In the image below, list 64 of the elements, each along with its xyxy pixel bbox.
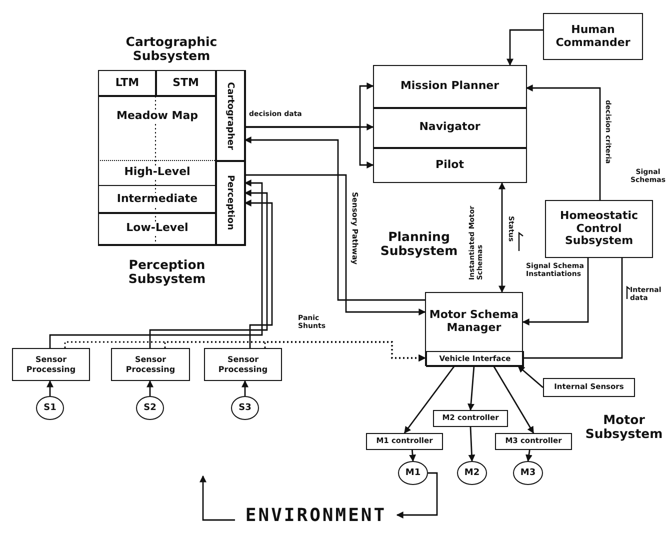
arrow	[468, 426, 476, 462]
circle-node	[136, 396, 164, 420]
arrow	[522, 258, 589, 326]
node-label: Pilot	[434, 158, 465, 172]
process-box	[98, 185, 216, 214]
process-box	[433, 410, 508, 427]
arrow	[468, 366, 475, 411]
circle-node	[398, 461, 428, 485]
process-box	[98, 70, 156, 96]
arrow	[49, 180, 263, 348]
arrow	[518, 365, 544, 388]
process-box	[215, 70, 245, 162]
arrow	[498, 182, 506, 293]
process-box	[111, 348, 190, 381]
arrow	[200, 475, 235, 521]
node-label: Cartographer	[224, 82, 236, 150]
process-box	[98, 212, 216, 245]
arrow	[526, 84, 601, 200]
process-box	[426, 351, 524, 367]
connector-line	[523, 258, 623, 359]
arrow	[409, 450, 416, 462]
process-box	[545, 200, 653, 258]
node-label: High-Level	[123, 166, 192, 179]
process-box	[373, 65, 526, 108]
arrow	[149, 190, 268, 348]
node-label: Navigator	[418, 121, 482, 134]
process-box	[215, 160, 245, 245]
process-box	[543, 13, 643, 60]
arrow	[396, 472, 438, 518]
circle-node	[513, 461, 543, 485]
process-box	[543, 378, 635, 397]
process-box	[373, 107, 526, 148]
node-label: Low-Level	[125, 222, 190, 235]
arrow	[264, 341, 426, 362]
process-box	[373, 147, 526, 183]
circle-node	[231, 396, 259, 420]
arrow	[146, 380, 154, 396]
arrow	[506, 29, 543, 66]
process-box	[98, 95, 216, 161]
process-box	[425, 292, 523, 366]
node-label: S3	[238, 402, 252, 414]
arrow	[242, 380, 248, 396]
node-label: M3	[519, 468, 537, 478]
process-box	[155, 70, 216, 96]
environment-text: ENVIRONMENT	[235, 505, 397, 525]
arrow	[46, 380, 54, 396]
process-box	[495, 433, 572, 450]
arrow	[244, 200, 273, 348]
arrow	[245, 174, 426, 316]
arrow	[244, 136, 425, 301]
node-label: Perception	[224, 175, 236, 230]
node-label: S2	[142, 402, 158, 414]
circle-node	[36, 396, 64, 420]
arrow	[245, 126, 374, 168]
arrow	[404, 366, 455, 434]
arrow	[493, 366, 534, 434]
circle-node	[457, 461, 487, 485]
node-label: S1	[42, 402, 58, 414]
process-box	[204, 348, 282, 381]
node-label: Meadow Map	[116, 110, 199, 123]
node-label: Intermediate	[116, 192, 199, 206]
process-box	[366, 433, 443, 450]
process-box	[12, 348, 90, 381]
arrow	[525, 450, 532, 462]
